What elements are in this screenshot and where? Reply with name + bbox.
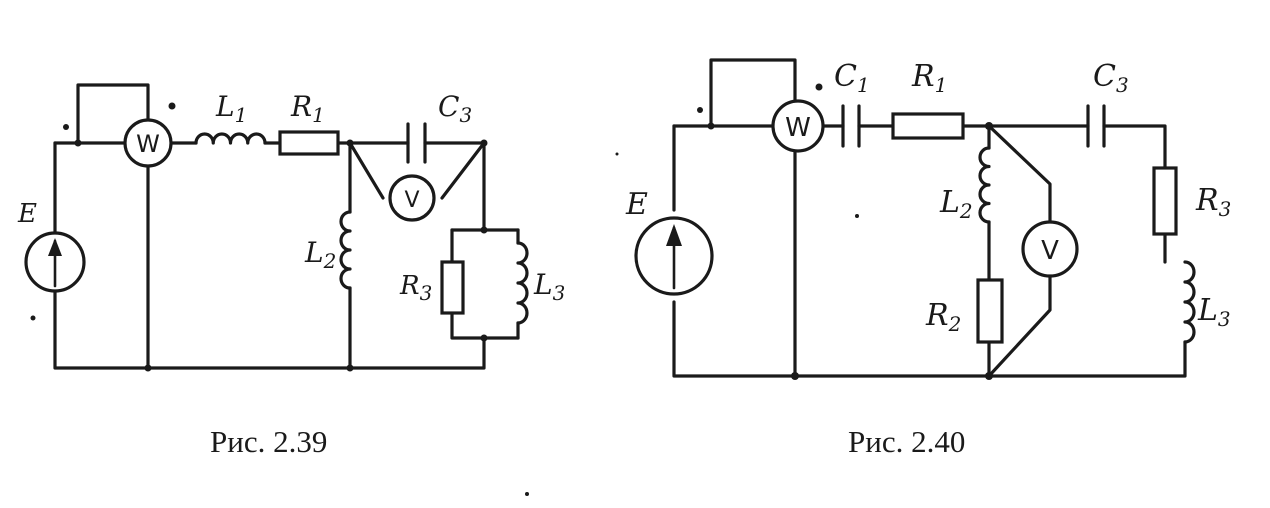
figure-2-39: E W V L1 R1 C3 L2 R3 L3 Рис. 2.39 [17,83,565,459]
label-r3: R3 [399,271,432,305]
wires-2-40 [672,58,1187,378]
inductor-l1 [194,132,267,145]
resistor-r3 [440,260,465,315]
capacitor-c3 [1086,104,1106,148]
junctions-2-40 [697,83,993,380]
wattmeter-label: W [785,113,811,143]
resistor-r1 [278,130,340,156]
resistor-r3 [1152,166,1178,236]
inductor-l3 [516,241,529,325]
voltage-source-e [634,216,714,296]
caption-2-39: Рис. 2.39 [210,424,327,459]
label-l3: L3 [533,268,565,305]
resistor-r2 [976,278,1004,344]
label-e: E [17,199,37,229]
label-c3: C3 [1093,59,1129,97]
voltmeter-v [388,174,436,222]
label-r1: R1 [911,59,947,97]
resistor-r1 [891,112,965,140]
label-r2: R2 [925,298,961,336]
label-c1: C1 [834,59,870,97]
wattmeter-w [123,118,173,168]
wattmeter-label: W [136,130,160,158]
figure-2-40: E W V C1 R1 C3 L2 R2 R3 L3 Рис. 2.40 [625,58,1231,459]
capacitor-c3 [406,122,427,164]
label-r3: R3 [1195,183,1231,221]
label-l3: L3 [1197,293,1231,331]
inductor-l2 [978,146,991,224]
voltmeter-label: V [404,188,419,213]
voltmeter-label: V [1041,236,1059,266]
voltmeter-v [1021,220,1079,278]
wattmeter-w [771,99,825,153]
capacitor-c1 [841,104,861,148]
voltage-source-e [24,231,86,293]
inductor-l3 [1183,260,1196,344]
wires-2-39 [53,83,520,370]
label-e: E [625,187,648,222]
caption-2-40: Рис. 2.40 [848,424,965,459]
junctions-2-39 [63,102,488,372]
print-specks [30,152,619,496]
label-l2: L2 [304,236,336,273]
inductor-l2 [339,210,352,290]
label-r1: R1 [290,90,325,127]
label-c3: C3 [438,90,472,127]
label-l1: L1 [215,90,247,127]
label-l2: L2 [939,185,973,223]
